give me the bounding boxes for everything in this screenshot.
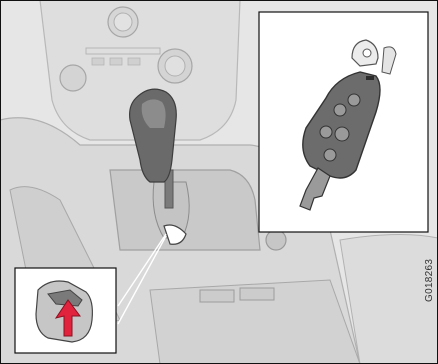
release-detail-inset <box>15 268 116 353</box>
key-fob-panel <box>259 12 428 232</box>
figure-reference-code: G018263 <box>424 259 435 302</box>
